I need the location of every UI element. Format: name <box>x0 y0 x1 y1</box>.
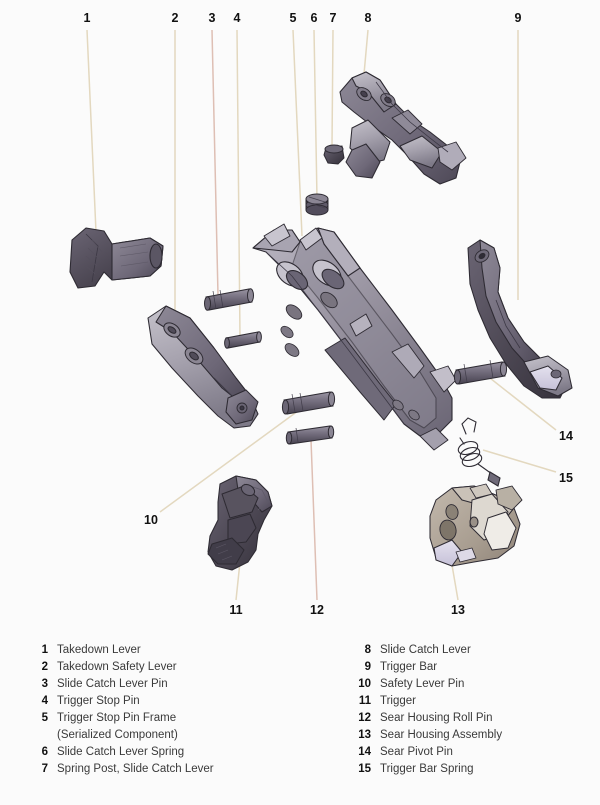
legend-row: 6 Slide Catch Lever Spring <box>22 744 322 761</box>
legend-item-number: 6 <box>41 746 48 758</box>
part-trigger-stop-pin-frame <box>252 223 457 451</box>
callout-number-1: 1 <box>83 11 91 25</box>
part-trigger-stop-pin <box>224 331 262 349</box>
legend-item-label: Trigger Bar <box>380 661 438 673</box>
legend-item-number: 7 <box>41 763 48 775</box>
legend-row: 3 Slide Catch Lever Pin <box>22 676 322 693</box>
legend-item-label: Trigger Bar Spring <box>380 763 474 775</box>
leader-line-15 <box>482 449 557 473</box>
legend-row: 14 Sear Pivot Pin <box>345 744 600 761</box>
callout-number-7: 7 <box>329 11 337 25</box>
leader-line-5 <box>292 29 303 237</box>
legend-item-label: Slide Catch Lever <box>380 644 471 656</box>
legend-row: 1 Takedown Lever <box>22 642 322 659</box>
leader-line-group <box>86 29 557 601</box>
callout-number-8: 8 <box>364 11 372 25</box>
callout-number-14: 14 <box>559 429 573 443</box>
legend-item-number: 5 <box>41 712 48 724</box>
legend-item-number: 3 <box>41 678 48 690</box>
legend-row: 2 Takedown Safety Lever <box>22 659 322 676</box>
legend-row: 9 Trigger Bar <box>345 659 600 676</box>
callout-number-10: 10 <box>144 513 158 527</box>
legend-item-label: Safety Lever Pin <box>380 678 465 690</box>
legend-item-label: Trigger Stop Pin <box>57 695 140 707</box>
legend-item-label: Slide Catch Lever Spring <box>57 746 185 758</box>
part-safety-lever-pin <box>281 391 336 415</box>
leader-line-1 <box>86 29 97 233</box>
legend-item-number: 10 <box>358 678 371 690</box>
legend-row: 12 Sear Housing Roll Pin <box>345 710 600 727</box>
part-takedown-lever <box>69 227 164 289</box>
diagram-svg <box>69 29 573 601</box>
callout-number-4: 4 <box>233 11 241 25</box>
legend-column-right: 8 Slide Catch Lever 9 Trigger Bar 10 Safety L… <box>345 642 600 778</box>
legend-row: (Serialized Component) <box>22 727 322 744</box>
legend-row: 11 Trigger <box>345 693 600 710</box>
part-takedown-safety-lever <box>147 305 259 429</box>
legend-item-number: 9 <box>364 661 371 673</box>
legend-item-label: Spring Post, Slide Catch Lever <box>57 763 214 775</box>
part-slide-catch-lever-pin <box>204 288 254 311</box>
leader-line-14 <box>480 370 557 431</box>
legend-item-label: (Serialized Component) <box>57 729 178 741</box>
callout-number-2: 2 <box>171 11 179 25</box>
callout-number-13: 13 <box>451 603 465 617</box>
legend-item-number: 4 <box>41 695 48 707</box>
legend-item-number: 2 <box>41 661 48 673</box>
leader-line-10 <box>159 407 303 513</box>
legend-row: 5 Trigger Stop Pin Frame <box>22 710 322 727</box>
part-spring-post-slide-catch-lever <box>323 144 345 165</box>
legend-item-label: Takedown Lever <box>57 644 141 656</box>
callout-number-6: 6 <box>310 11 318 25</box>
legend-row: 10 Safety Lever Pin <box>345 676 600 693</box>
part-slide-catch-lever-spring <box>305 193 329 216</box>
part-trigger <box>207 475 273 571</box>
leader-line-6 <box>313 29 318 200</box>
legend-row: 4 Trigger Stop Pin <box>22 693 322 710</box>
legend-row: 8 Slide Catch Lever <box>345 642 600 659</box>
callout-number-5: 5 <box>289 11 297 25</box>
callout-number-9: 9 <box>514 11 522 25</box>
legend-item-number: 13 <box>358 729 371 741</box>
leader-line-4 <box>236 29 241 339</box>
legend-item-label: Sear Housing Roll Pin <box>380 712 493 724</box>
legend-item-number: 14 <box>358 746 371 758</box>
part-slide-catch-lever <box>339 71 467 185</box>
leader-line-11 <box>235 561 241 601</box>
legend-item-number: 11 <box>358 695 371 707</box>
legend-item-number: 8 <box>364 644 371 656</box>
leader-line-12 <box>310 439 318 601</box>
legend-item-label: Trigger <box>380 695 416 707</box>
legend-item-label: Slide Catch Lever Pin <box>57 678 168 690</box>
legend-item-number: 12 <box>358 712 371 724</box>
leader-line-13 <box>451 564 459 601</box>
callout-number-15: 15 <box>559 471 573 485</box>
legend-item-number: 1 <box>41 644 48 656</box>
legend-item-label: Sear Housing Assembly <box>380 729 503 741</box>
part-sear-pivot-pin <box>453 359 508 385</box>
part-trigger-bar <box>467 239 573 399</box>
legend-item-number: 15 <box>358 763 371 775</box>
part-trigger-bar-spring <box>457 417 501 487</box>
part-sear-housing-assembly <box>429 483 523 567</box>
legend-row: 13 Sear Housing Assembly <box>345 727 600 744</box>
legend-item-label: Sear Pivot Pin <box>380 746 453 758</box>
leader-line-3 <box>211 29 219 296</box>
leader-line-7 <box>331 29 334 147</box>
legend-row: 15 Trigger Bar Spring <box>345 761 600 778</box>
legend-item-label: Trigger Stop Pin Frame <box>57 712 177 724</box>
legend-item-label: Takedown Safety Lever <box>57 661 177 673</box>
callout-number-11: 11 <box>229 603 243 617</box>
callout-number-3: 3 <box>208 11 216 25</box>
callout-number-12: 12 <box>310 603 324 617</box>
legend-row: 7 Spring Post, Slide Catch Lever <box>22 761 322 778</box>
part-sear-housing-roll-pin <box>285 425 335 445</box>
